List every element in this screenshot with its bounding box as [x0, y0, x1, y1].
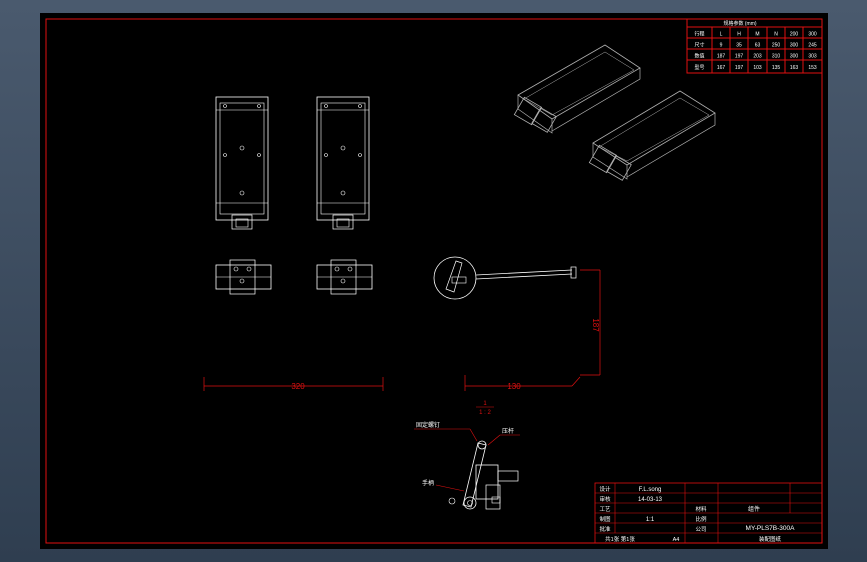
- tb-label-design: 设计: [599, 485, 611, 493]
- spec-cell: 310: [772, 54, 781, 60]
- dimension-height-label: 187: [591, 318, 600, 332]
- spec-cell: 300: [808, 32, 817, 38]
- spec-cell: 245: [808, 43, 817, 49]
- tb-label-material: 材料: [695, 505, 707, 513]
- spec-cell: 63: [755, 43, 761, 49]
- tb-sheet-size: A4: [673, 537, 680, 543]
- tb-part-code: MY-PLS7B-300A: [746, 525, 796, 532]
- spec-cell: 187: [717, 54, 726, 60]
- spec-cell: 300: [790, 43, 799, 49]
- tb-label-drawn: 制图: [599, 515, 611, 523]
- spec-cell: 9: [720, 43, 723, 49]
- spec-cell: L: [720, 32, 723, 38]
- spec-cell: H: [737, 32, 741, 38]
- detail-label: 1 1 : 2: [476, 401, 494, 416]
- tb-label-scale: 比例: [695, 515, 707, 523]
- front-view-right: [316, 96, 370, 230]
- tb-part-name: 组件: [748, 505, 760, 513]
- front-view-left: [215, 96, 269, 230]
- spec-cell: 303: [808, 54, 817, 60]
- dimension-width-label: 320: [291, 382, 305, 391]
- bottom-view-left: [215, 259, 272, 295]
- detail-callouts: 固定螺钉 压杆 手柄: [414, 421, 520, 492]
- spec-cell: 135: [772, 65, 781, 71]
- spec-cell: 197: [735, 65, 744, 71]
- isometric-view-1: [513, 44, 641, 134]
- tb-label-check: 审核: [599, 495, 611, 503]
- dimension-offset-label: 130: [507, 382, 521, 391]
- callout-right: 压杆: [502, 427, 514, 435]
- spec-cell: 35: [736, 43, 742, 49]
- tb-footer-left: 共1张 第1张: [605, 535, 635, 543]
- detail-view: [448, 440, 519, 510]
- spec-cell: 300: [790, 54, 799, 60]
- bottom-view-right: [316, 259, 373, 295]
- spec-cell: 153: [808, 65, 817, 71]
- drawing-border: [45, 18, 823, 544]
- detail-label-number: 1: [483, 401, 487, 407]
- dimension-height: 187: [580, 269, 601, 376]
- spec-cell: 203: [753, 54, 762, 60]
- spec-cell: 200: [790, 32, 799, 38]
- spec-cell: 163: [790, 65, 799, 71]
- tb-footer-right: 装配图纸: [759, 535, 782, 543]
- spec-cell: 数值: [694, 53, 704, 60]
- tb-qty: 1:1: [646, 517, 655, 523]
- detail-label-scale: 1 : 2: [479, 410, 491, 416]
- dimension-offset: 130: [464, 375, 581, 391]
- callout-left-bottom: 手柄: [422, 479, 434, 487]
- dimension-width: 320: [203, 377, 384, 391]
- isometric-view-2: [588, 90, 716, 181]
- spec-cell: M: [755, 32, 759, 38]
- tb-label-process: 工艺: [599, 506, 611, 513]
- callout-left-top: 固定螺钉: [416, 421, 440, 429]
- spec-cell: 197: [735, 54, 744, 60]
- spec-cell: 103: [753, 65, 762, 71]
- cad-viewport[interactable]: 规格参数 (mm) 行程 L H M N 200 300 尺寸 9 35 63 250 300 245 数值…: [40, 13, 828, 549]
- spec-cell: 250: [772, 43, 781, 49]
- spec-cell: 行程: [694, 31, 704, 38]
- drawing-canvas: 规格参数 (mm) 行程 L H M N 200 300 尺寸 9 35 63 250 300 245 数值…: [45, 18, 823, 544]
- spec-table: 规格参数 (mm) 行程 L H M N 200 300 尺寸 9 35 63 250 300 245 数值…: [686, 18, 823, 74]
- tb-label-company: 公司: [695, 526, 706, 533]
- tb-date: 14-03-13: [638, 497, 663, 503]
- spec-cell: 尺寸: [694, 42, 704, 49]
- spec-cell: N: [774, 32, 778, 38]
- spec-cell: 167: [717, 65, 726, 71]
- spec-table-title: 规格参数 (mm): [723, 20, 756, 27]
- tb-label-approve: 批准: [599, 525, 611, 533]
- spec-cell: 型号: [694, 64, 704, 71]
- tb-designer: F.L.song: [639, 487, 662, 493]
- title-block: 设计 审核 工艺 制图 批准 F.L.song 14-03-13 1:1 材料 …: [594, 482, 823, 544]
- side-view: [433, 256, 577, 300]
